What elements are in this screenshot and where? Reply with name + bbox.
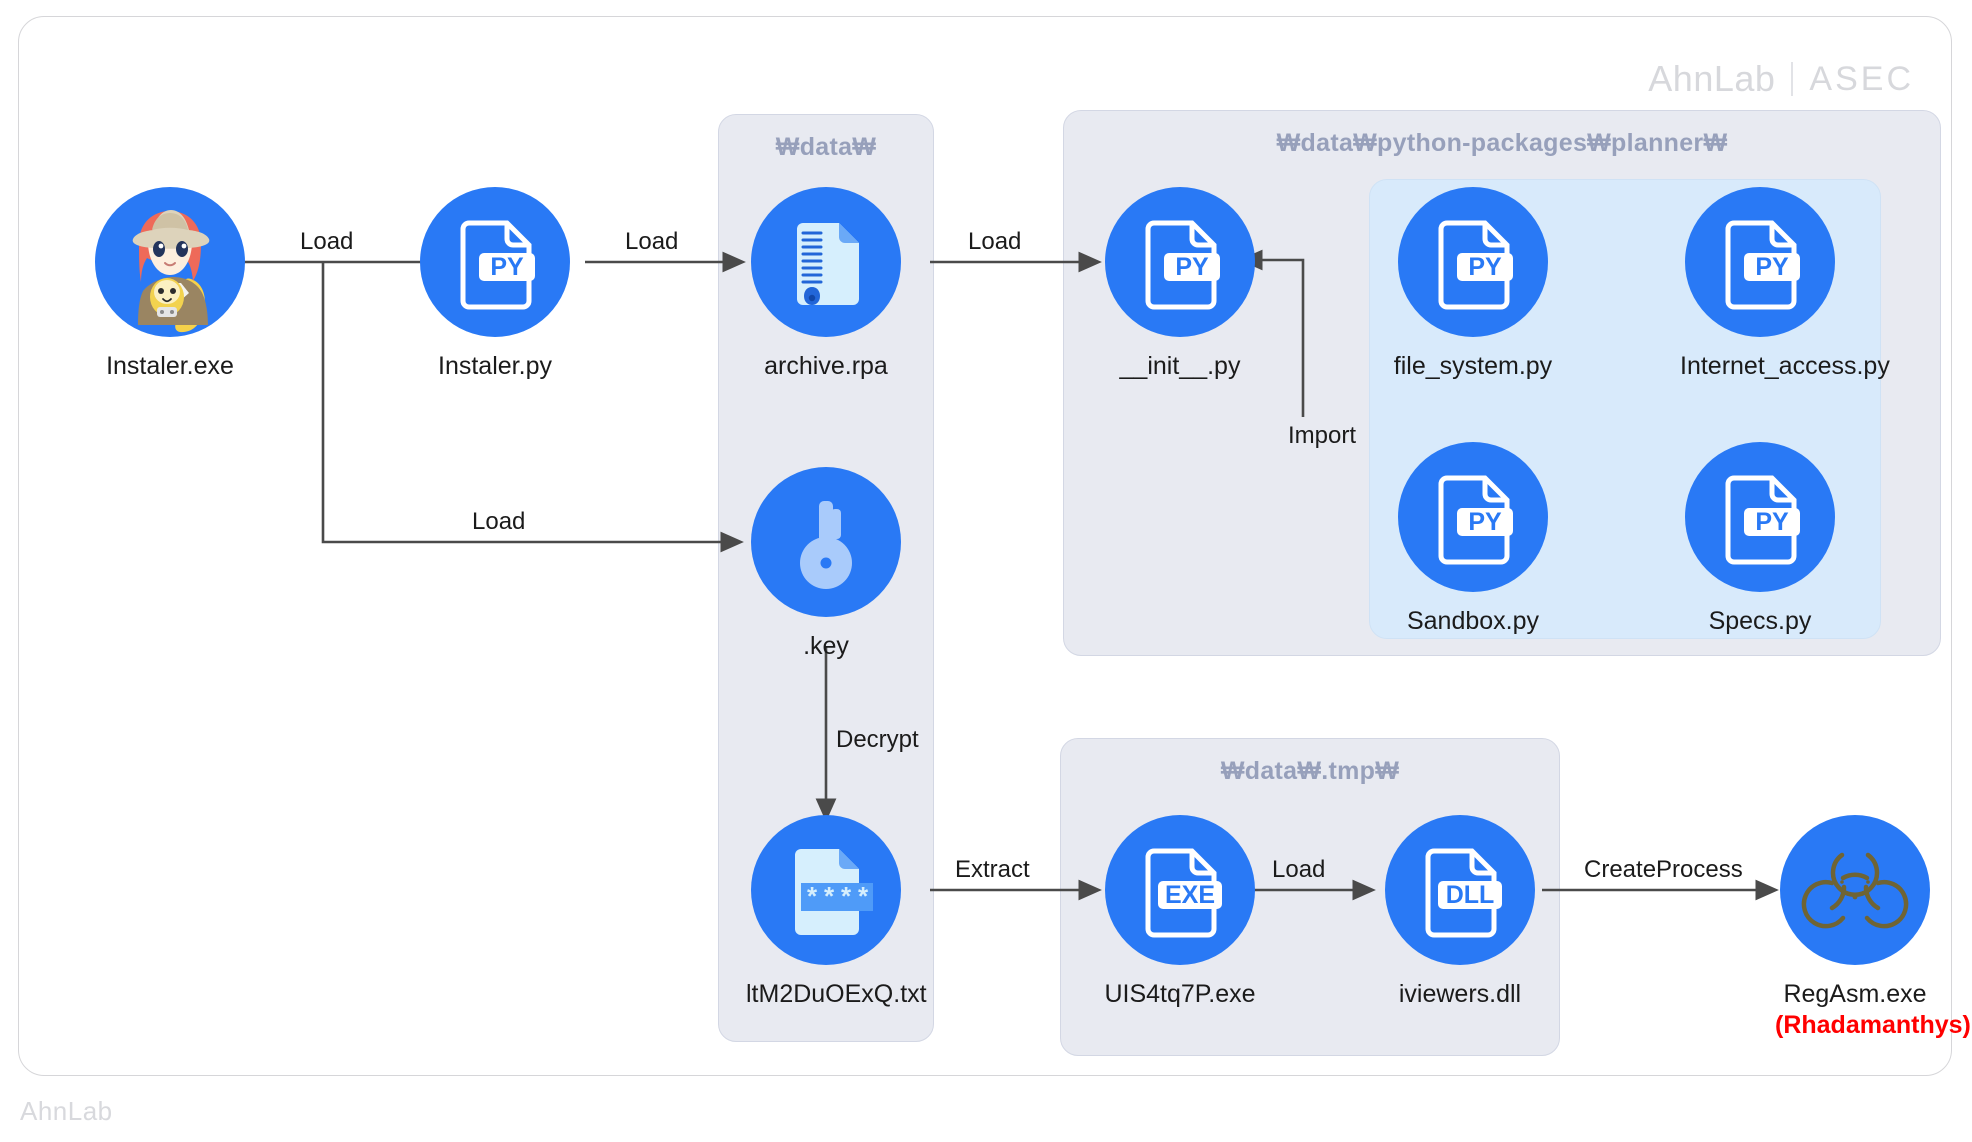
node-installer-py[interactable]: PY Instaler.py xyxy=(415,187,575,382)
node-internet-access-py-label: Internet_access.py xyxy=(1680,352,1890,380)
panel-data-folder-title: ₩data₩ xyxy=(775,133,877,161)
edge-label-py-to-archive: Load xyxy=(625,228,679,255)
edge-label-exe-to-key: Load xyxy=(472,508,526,535)
node-sandbox-py[interactable]: PY Sandbox.py xyxy=(1393,442,1553,637)
node-internet-access-py[interactable]: PY Internet_access.py xyxy=(1680,187,1890,382)
svg-text:PY: PY xyxy=(490,253,524,281)
node-iviewers-dll-label: iviewers.dll xyxy=(1398,980,1522,1008)
panel-planner-folder-title: ₩data₩python-packages₩planner₩ xyxy=(1276,129,1728,157)
node-archive-rpa-label: archive.rpa xyxy=(764,352,888,380)
node-regasm-exe-name: RegAsm.exe xyxy=(1783,980,1927,1008)
edge-label-archive-to-init: Load xyxy=(968,228,1022,255)
biohazard-icon xyxy=(1780,815,1930,965)
svg-text:PY: PY xyxy=(1468,508,1502,536)
edge-label-modules-to-init: Import xyxy=(1288,422,1357,449)
py-file-icon: PY xyxy=(1105,187,1255,337)
node-installer-py-label: Instaler.py xyxy=(438,352,552,380)
svg-text:PY: PY xyxy=(1755,253,1789,281)
svg-text:*: * xyxy=(824,881,835,911)
node-key-file-label: .key xyxy=(803,632,849,660)
node-key-file[interactable]: .key xyxy=(746,467,906,662)
node-uis4tq7p-exe-label: UIS4tq7P.exe xyxy=(1104,980,1256,1008)
node-regasm-exe-label: RegAsm.exe (Rhadamanthys) xyxy=(1775,979,1971,1040)
svg-text:*: * xyxy=(807,881,818,911)
svg-text:*: * xyxy=(841,881,852,911)
svg-text:PY: PY xyxy=(1468,253,1502,281)
svg-text:EXE: EXE xyxy=(1165,881,1215,909)
node-init-py-label: __init__.py xyxy=(1119,352,1241,380)
node-archive-rpa[interactable]: archive.rpa xyxy=(746,187,906,382)
brand-ahnlab-text: AhnLab xyxy=(1648,58,1776,99)
exe-file-icon: EXE xyxy=(1105,815,1255,965)
node-iviewers-dll[interactable]: DLL iviewers.dll xyxy=(1380,815,1540,1010)
node-encrypted-txt[interactable]: * * * * ltM2DuOExQ.txt xyxy=(746,815,927,1010)
node-init-py[interactable]: PY __init__.py xyxy=(1100,187,1260,382)
dll-file-icon: DLL xyxy=(1385,815,1535,965)
node-installer-exe-label: Instaler.exe xyxy=(106,352,234,380)
node-encrypted-txt-label: ltM2DuOExQ.txt xyxy=(746,980,927,1008)
py-file-icon: PY xyxy=(1685,187,1835,337)
panel-tmp-folder-title: ₩data₩.tmp₩ xyxy=(1220,757,1400,785)
node-file-system-py-label: file_system.py xyxy=(1393,352,1553,380)
py-file-icon: PY xyxy=(420,187,570,337)
brand-divider xyxy=(1791,62,1794,96)
node-installer-exe[interactable]: Instaler.exe xyxy=(90,187,250,382)
password-document-icon: * * * * xyxy=(751,815,901,965)
edge-label-exe-to-dll: Load xyxy=(1272,856,1326,883)
key-icon xyxy=(751,467,901,617)
node-specs-py-label: Specs.py xyxy=(1708,607,1812,635)
py-file-icon: PY xyxy=(1398,442,1548,592)
py-file-icon: PY xyxy=(1398,187,1548,337)
edge-label-txt-to-exe: Extract xyxy=(955,856,1030,883)
node-uis4tq7p-exe[interactable]: EXE UIS4tq7P.exe xyxy=(1100,815,1260,1010)
brand-asec-text: ASEC xyxy=(1809,59,1914,98)
svg-text:PY: PY xyxy=(1755,508,1789,536)
node-specs-py[interactable]: PY Specs.py xyxy=(1680,442,1840,637)
svg-text:PY: PY xyxy=(1175,253,1209,281)
brand-logo: AhnLab ASEC xyxy=(1648,58,1914,100)
anime-character-avatar-icon xyxy=(95,187,245,337)
zip-archive-icon xyxy=(751,187,901,337)
edge-label-dll-to-regasm: CreateProcess xyxy=(1584,856,1743,883)
node-file-system-py[interactable]: PY file_system.py xyxy=(1393,187,1553,382)
node-regasm-exe-family: (Rhadamanthys) xyxy=(1775,1010,1971,1039)
svg-text:*: * xyxy=(858,881,869,911)
edge-label-exe-to-py: Load xyxy=(300,228,354,255)
watermark-ahnlab: AhnLab xyxy=(20,1096,113,1126)
svg-text:DLL: DLL xyxy=(1446,881,1495,909)
node-regasm-exe[interactable]: RegAsm.exe (Rhadamanthys) xyxy=(1775,815,1971,1040)
node-sandbox-py-label: Sandbox.py xyxy=(1406,607,1540,635)
py-file-icon: PY xyxy=(1685,442,1835,592)
edge-label-key-to-txt: Decrypt xyxy=(836,726,919,753)
